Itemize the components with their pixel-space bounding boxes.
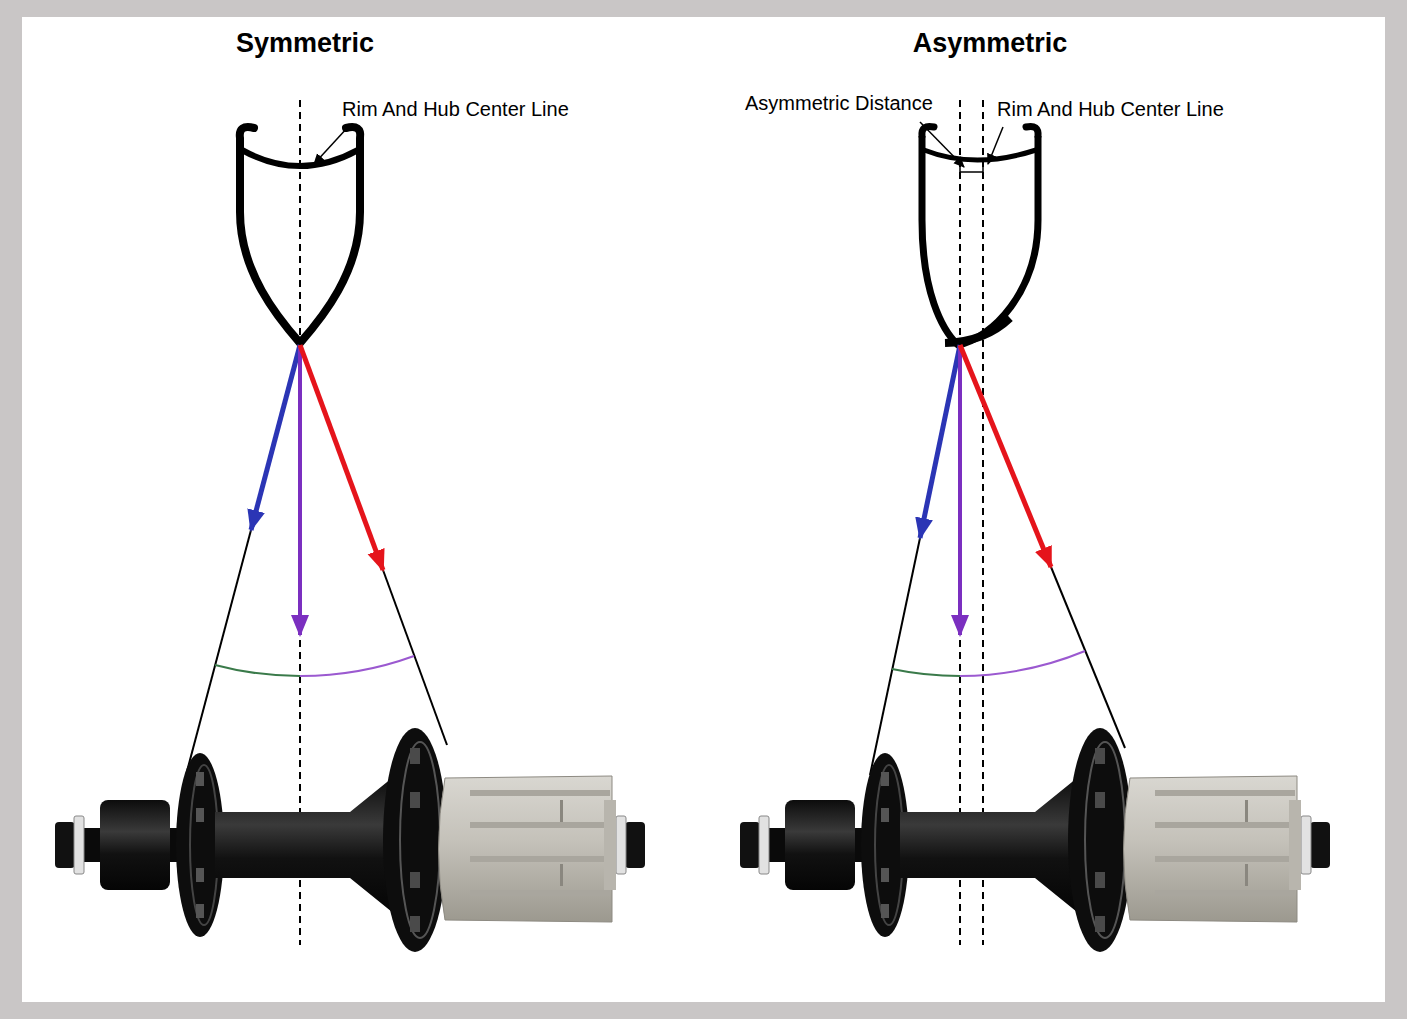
panel-title: Symmetric bbox=[236, 28, 374, 59]
callout-label: Rim And Hub Center Line bbox=[997, 98, 1224, 121]
callout-label: Rim And Hub Center Line bbox=[342, 98, 569, 121]
distance-bracket bbox=[960, 166, 983, 178]
panel-title: Asymmetric bbox=[913, 28, 1068, 59]
rear-hub bbox=[740, 728, 1330, 952]
rim-profile bbox=[240, 127, 360, 343]
rim-profile bbox=[922, 126, 1038, 345]
rear-hub bbox=[55, 728, 645, 952]
callout-label: Asymmetric Distance bbox=[745, 92, 933, 115]
